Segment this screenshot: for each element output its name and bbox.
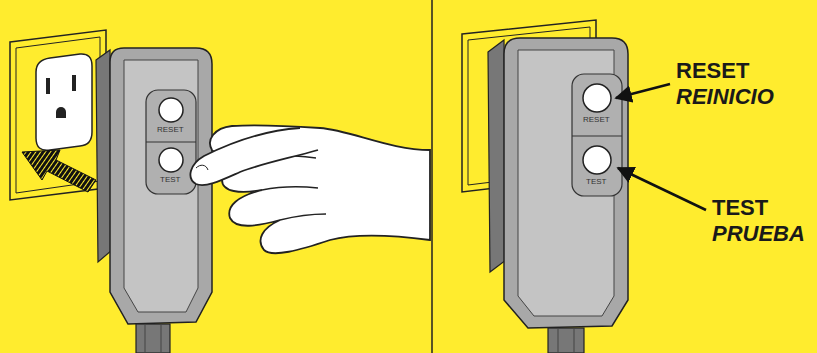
callout-label: PRUEBA	[712, 223, 805, 245]
button-label: RESET	[583, 116, 610, 124]
hand	[190, 125, 430, 253]
leader-line	[618, 168, 706, 210]
divider	[431, 0, 433, 353]
callout-label: TEST	[712, 197, 768, 219]
button-label: TEST	[586, 178, 606, 186]
leader-line	[616, 84, 670, 98]
wall-outlet	[10, 30, 106, 200]
button-label: RESET	[157, 126, 184, 134]
button-label: TEST	[160, 176, 180, 184]
callout-label: REINICIO	[676, 86, 774, 108]
gfci-plug	[96, 48, 212, 353]
gfci-plug	[488, 38, 628, 353]
callout-label: RESET	[676, 60, 749, 82]
